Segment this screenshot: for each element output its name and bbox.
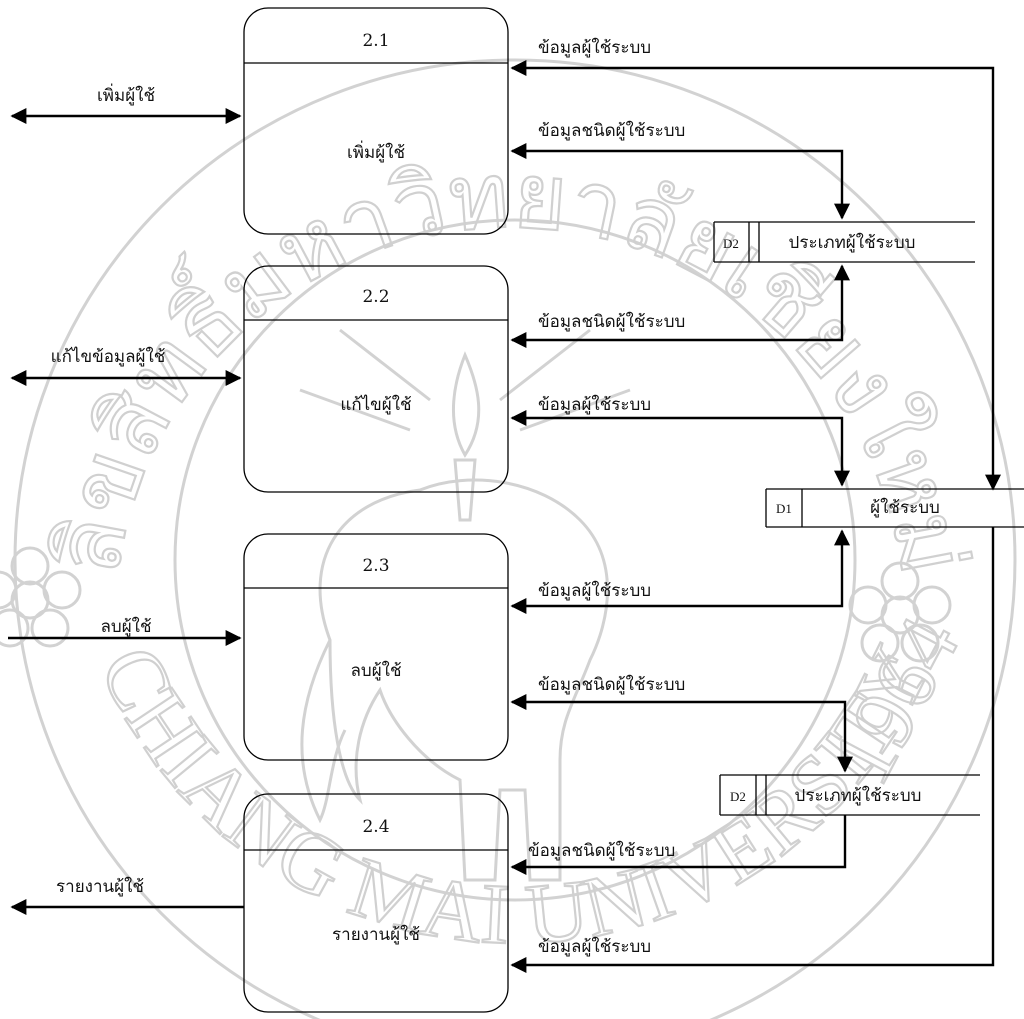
process-name: แก้ไขผู้ใช้ [340,394,411,415]
flower-right-icon [848,561,952,663]
datastore-id: D1 [776,501,792,516]
datastore-name: ประเภทผู้ใช้ระบบ [789,232,916,253]
process-name: ลบผู้ใช้ [350,660,401,681]
elephant-trunk-icon [300,639,347,824]
datastore-d2-bottom: D2 ประเภทผู้ใช้ระบบ [719,774,980,816]
flow-label: ข้อมูลผู้ใช้ระบบ [538,37,651,58]
flow-f8: ข้อมูลผู้ใช้ระบบ [510,527,995,973]
process-2-4: 2.4 รายงานผู้ใช้ [243,793,509,1013]
flow-delete-user: ลบผู้ใช้ [8,616,242,646]
flow-label: ข้อมูลผู้ใช้ระบบ [538,580,651,601]
process-2-3: 2.3 ลบผู้ใช้ [243,533,509,761]
flow-f7: ข้อมูลชนิดผู้ใช้ระบบ [510,815,847,875]
process-id: 2.1 [362,31,389,51]
flow-f3: ข้อมูลชนิดผู้ใช้ระบบ [510,264,850,348]
datastore-id: D2 [723,236,739,251]
flow-f4: ข้อมูลผู้ใช้ระบบ [510,394,850,487]
process-2-1: 2.1 เพิ่มผู้ใช้ [243,7,509,235]
flow-edit-user: แก้ไขข้อมูลผู้ใช้ [10,346,242,386]
flow-label: ข้อมูลผู้ใช้ระบบ [538,936,651,957]
process-name: เพิ่มผู้ใช้ [347,140,405,163]
flow-label: แก้ไขข้อมูลผู้ใช้ [51,346,166,367]
flow-label: ข้อมูลชนิดผู้ใช้ระบบ [538,120,685,141]
process-2-2: 2.2 แก้ไขผู้ใช้ [243,265,509,493]
flow-label: ข้อมูลผู้ใช้ระบบ [538,394,651,415]
flow-label: รายงานผู้ใช้ [56,876,144,897]
flow-f1: ข้อมูลผู้ใช้ระบบ [510,37,1001,491]
flow-f6: ข้อมูลชนิดผู้ใช้ระบบ [510,674,853,773]
torch-icon [452,351,481,522]
datastore-id: D2 [730,789,746,804]
flow-report-user: รายงานผู้ใช้ [10,876,244,915]
flow-label: ลบผู้ใช้ [100,616,151,637]
flow-label: ข้อมูลชนิดผู้ใช้ระบบ [538,674,685,695]
flow-f5: ข้อมูลผู้ใช้ระบบ [510,529,850,614]
flow-label: ข้อมูลชนิดผู้ใช้ระบบ [528,840,675,861]
flow-f2: ข้อมูลชนิดผู้ใช้ระบบ [510,120,850,220]
flow-add-user: เพิ่มผู้ใช้ [10,83,242,124]
datastore-name: ผู้ใช้ระบบ [870,497,940,518]
watermark-thai-text: ลิขสิทธิ์มหาวิทยาลัยเชียงใหม่ [33,142,987,583]
process-id: 2.4 [362,817,389,837]
process-id: 2.2 [362,287,389,307]
process-id: 2.3 [362,556,389,576]
flow-label: ข้อมูลชนิดผู้ใช้ระบบ [538,311,685,332]
flow-label: เพิ่มผู้ใช้ [97,83,155,106]
process-name: รายงานผู้ใช้ [332,924,420,945]
seal-rays [299,328,631,432]
flower-left-icon [0,546,82,648]
datastore-name: ประเภทผู้ใช้ระบบ [795,785,922,806]
